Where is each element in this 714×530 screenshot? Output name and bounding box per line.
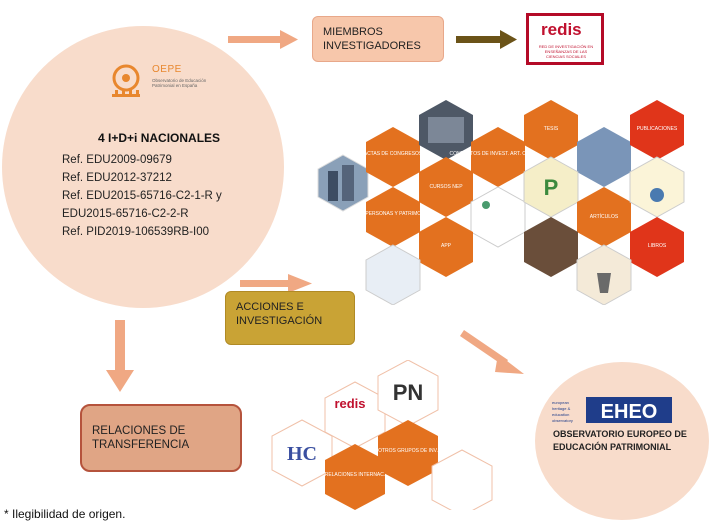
photo-hex — [577, 127, 631, 187]
hex-label-actas: ACTAS DE CONGRESOS — [364, 151, 423, 157]
svg-text:HC: HC — [287, 443, 317, 465]
hex-contratos — [471, 127, 525, 187]
arrow-to-actions — [240, 274, 312, 293]
svg-text:P: P — [544, 175, 559, 200]
svg-text:european: european — [552, 400, 569, 405]
hex-label-cursos: CURSOS NEP — [429, 184, 463, 190]
logo-hex — [470, 186, 526, 248]
hex-otros-grupos — [378, 420, 438, 486]
ehe-caption: OBSERVATORIO EUROPEO DE EDUCACIÓN PATRIM… — [553, 428, 703, 454]
oepe-logo-subtitle: Observatorio de Educación Patrimonial en… — [152, 78, 207, 88]
hex-web-personas — [366, 187, 420, 247]
actions-hex-cluster: ACTAS DE CONGRESOS CONTRATOS DE INVEST. … — [317, 100, 685, 305]
hex-relaciones-internac — [325, 444, 385, 510]
redis-logo-subtitle: RED DE INVESTIGACIÓN EN ENSEÑANZAS DE LA… — [538, 44, 594, 59]
photo-hex — [524, 217, 578, 277]
logo-hex — [271, 419, 333, 487]
redis-hex — [324, 381, 386, 449]
actions-label-line2: INVESTIGACIÓN — [236, 315, 323, 327]
reference-item: Ref. EDU2009-09679 — [62, 154, 172, 166]
members-box: MIEMBROS INVESTIGADORES — [312, 16, 444, 62]
members-label-line1: MIEMBROS — [323, 26, 383, 38]
svg-text:PN: PN — [393, 380, 424, 405]
relations-label-line1: RELACIONES DE — [92, 425, 186, 437]
hex-libros — [630, 217, 684, 277]
arrow-to-relations — [106, 320, 134, 392]
actions-label-line1: ACCIONES E — [236, 301, 304, 313]
hex-label-web: WEB PERSONAS Y PATRIMONIOS — [353, 211, 434, 217]
actions-box: ACCIONES E INVESTIGACIÓN — [225, 291, 355, 345]
logo-hex — [431, 449, 493, 510]
ehe-caption-line2: EDUCACIÓN PATRIMONIAL — [553, 442, 672, 452]
reference-item: Ref. PID2019-106539RB-I00 — [62, 226, 210, 238]
svg-text:redis: redis — [334, 396, 365, 411]
oepe-logo — [112, 64, 140, 97]
reference-item: Ref. EDU2015-65716-C2-1-R y — [62, 190, 222, 202]
redis-logo-name: redis — [541, 20, 582, 39]
project-circle — [2, 26, 284, 308]
hex-articulos — [577, 187, 631, 247]
hex-tesis — [524, 100, 578, 160]
hex-label-relaciones: RELACIONES INTERNAC. — [325, 472, 386, 478]
screenshot-hex — [365, 244, 421, 305]
reference-item: EDU2015-65716-C2-2-R — [62, 208, 189, 220]
members-label-line2: INVESTIGADORES — [323, 40, 421, 52]
hex-app — [419, 217, 473, 277]
hex-actas-congresos — [366, 127, 420, 187]
hex-label-app: APP — [441, 243, 452, 249]
hex-label-articulos: ARTÍCULOS — [590, 213, 619, 220]
svg-text:heritage &: heritage & — [552, 406, 571, 411]
national-projects-title: 4 I+D+i NACIONALES — [98, 131, 221, 145]
svg-text:observatory: observatory — [552, 418, 573, 423]
relations-box: RELACIONES DE TRANSFERENCIA — [80, 404, 242, 472]
footnote: * Ilegibilidad de origen. — [4, 507, 126, 521]
hex-label-otros: OTROS GRUPOS DE INV. — [378, 448, 438, 454]
project-references: Ref. EDU2009-09679 Ref. EDU2012-37212 Re… — [62, 151, 222, 241]
relations-label-line2: TRANSFERENCIA — [92, 439, 190, 451]
arrow-to-redis — [456, 30, 517, 49]
svg-text:education: education — [552, 412, 569, 417]
hex-publicaciones — [630, 100, 684, 160]
redis-logo: redis RED DE INVESTIGACIÓN EN ENSEÑANZAS… — [526, 13, 604, 65]
ehe-caption-line1: OBSERVATORIO EUROPEO DE — [553, 429, 687, 439]
arrow-to-members — [228, 30, 298, 49]
arrow-to-ehe — [460, 330, 524, 374]
reference-item: Ref. EDU2012-37212 — [62, 172, 172, 184]
hex-label-tesis: TESIS — [544, 126, 559, 132]
relations-hex-cluster: redis PN OTROS GRUPOS DE INV. HC RELACIO… — [271, 360, 493, 510]
hex-label-libros: LIBROS — [648, 243, 667, 249]
hex-label-contratos: CONTRATOS DE INVEST. ART. CULOS 83 — [450, 151, 547, 157]
ehe-logo: EHEO european heritage & education obser… — [552, 397, 672, 423]
hex-label-publicaciones: PUBLICACIONES — [637, 126, 678, 132]
oepe-logo-title: OEPE — [152, 64, 182, 75]
document-hex — [629, 156, 685, 218]
ehe-logo-text: EHEO — [601, 401, 658, 423]
hex-cursos-nep — [419, 157, 473, 217]
ehe-circle — [535, 362, 709, 520]
